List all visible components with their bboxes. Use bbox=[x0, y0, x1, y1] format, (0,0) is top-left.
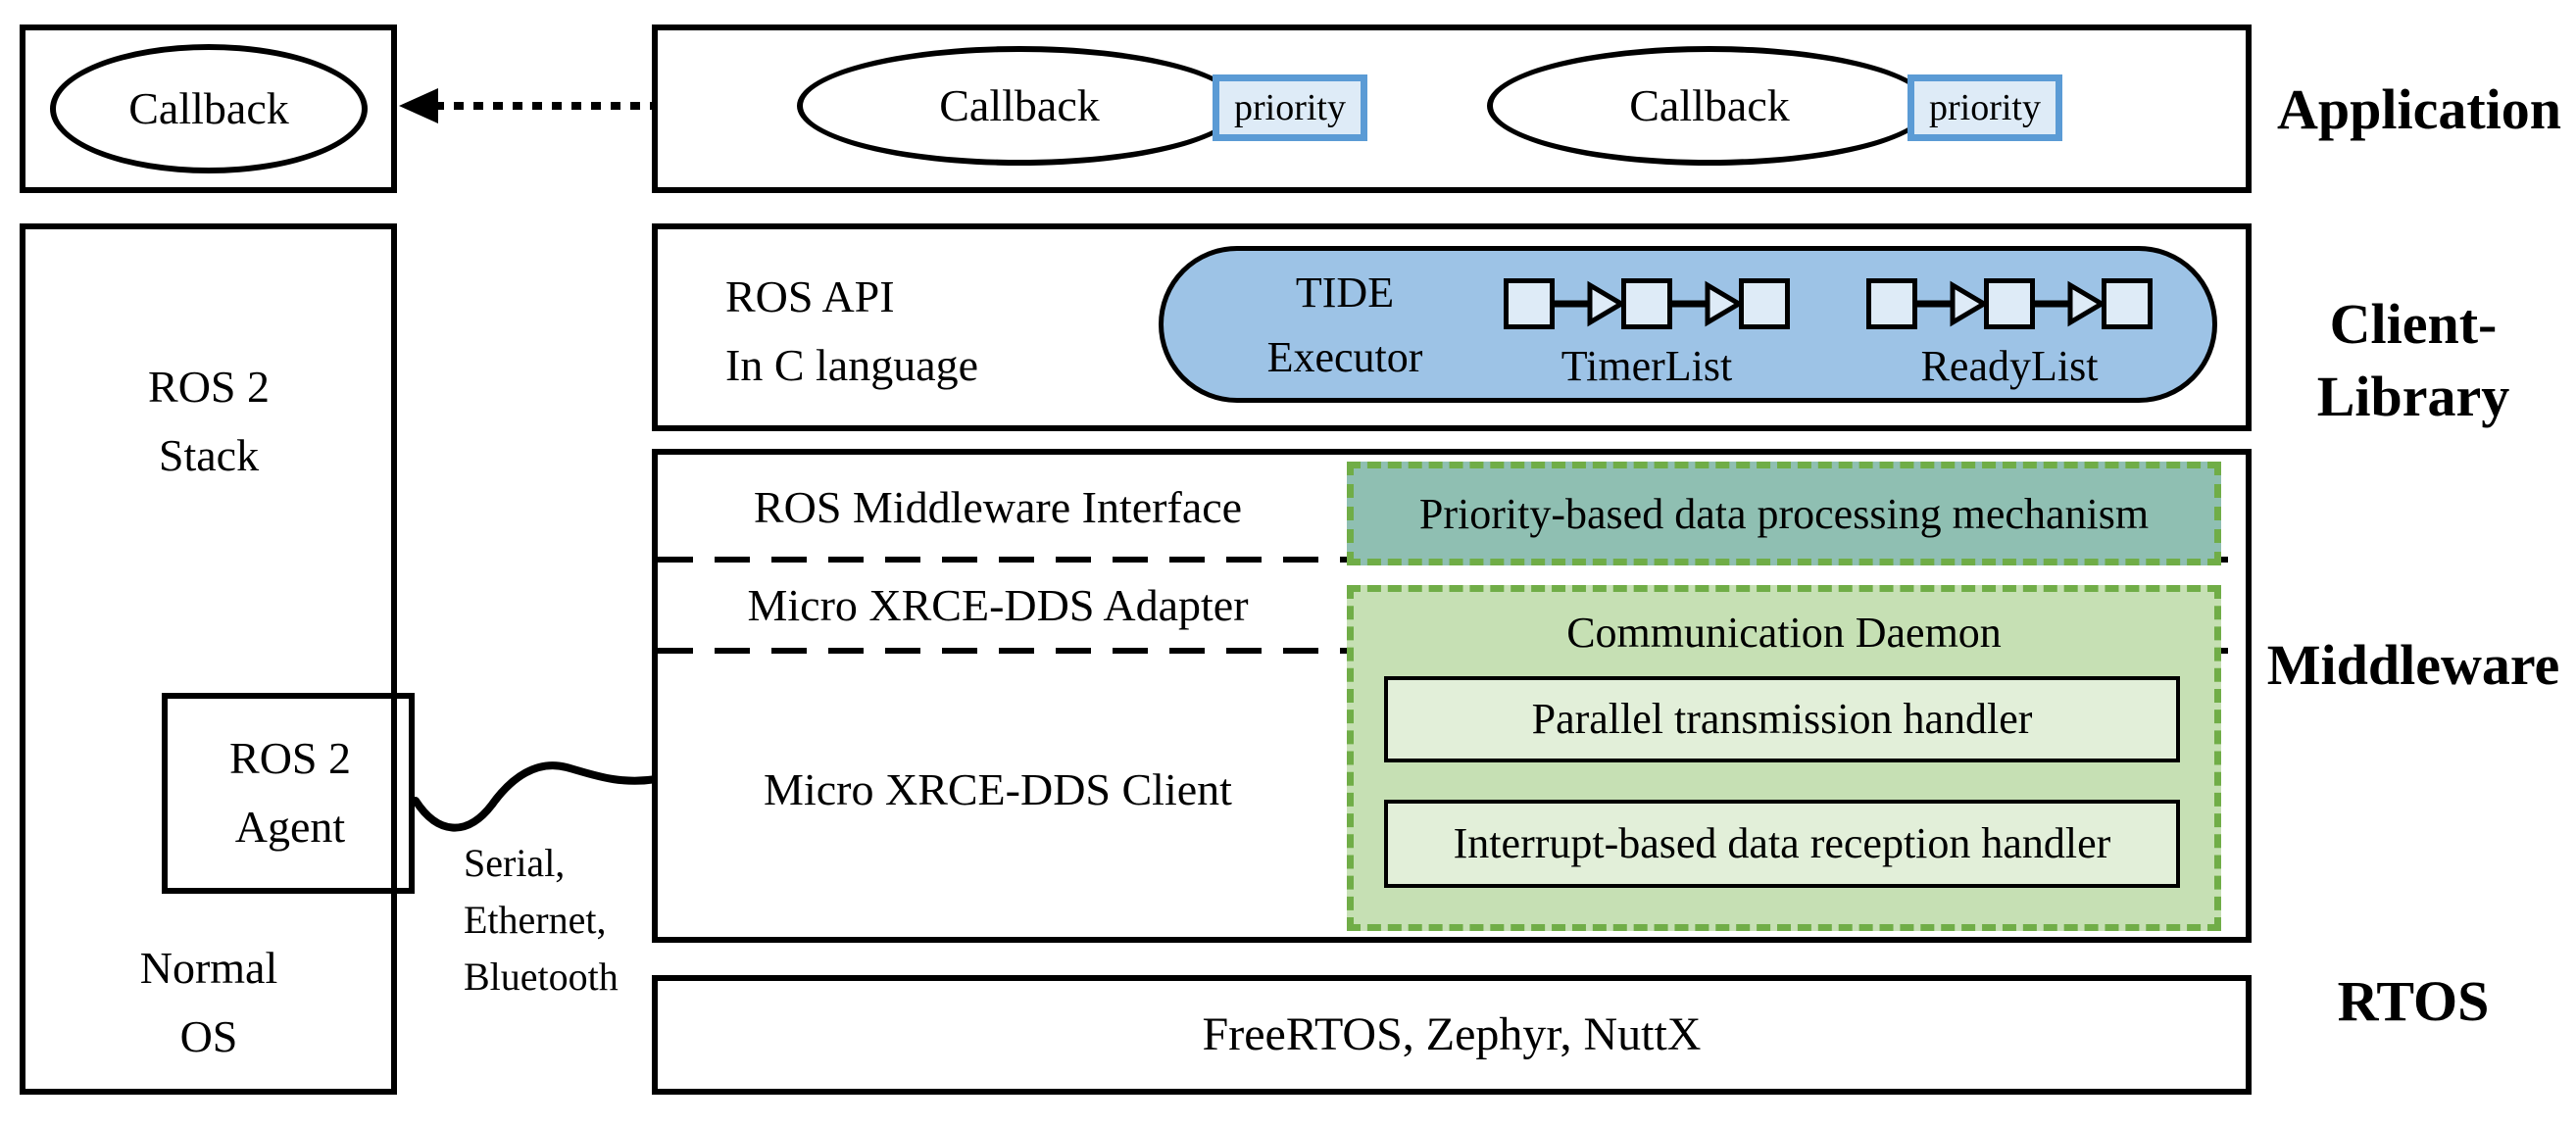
app-callback-label-2: Callback bbox=[1629, 80, 1790, 130]
ros2-agent-box bbox=[162, 693, 415, 894]
xrce-client-label: Micro XRCE-DDS Client bbox=[764, 764, 1232, 814]
priority-badge-text-1: priority bbox=[1234, 87, 1346, 128]
layer-label-rtos: RTOS bbox=[2337, 969, 2490, 1033]
timer-list-node bbox=[1621, 278, 1672, 329]
rmw-interface-label: ROS Middleware Interface bbox=[753, 482, 1243, 532]
app-callback-ellipse-1: Callback bbox=[797, 46, 1242, 166]
ready-list-node bbox=[2102, 278, 2153, 329]
xrce-adapter-label: Micro XRCE-DDS Adapter bbox=[747, 580, 1249, 630]
priority-mechanism-box bbox=[1347, 462, 2221, 565]
dotted-arrow-head-icon bbox=[399, 88, 438, 123]
layer-label-client-library: Client- Library bbox=[2316, 292, 2510, 428]
ros2-stack-box bbox=[20, 223, 397, 1095]
ros2-stack-label: ROS 2 Stack bbox=[148, 362, 270, 480]
host-callback-ellipse: Callback bbox=[50, 44, 368, 173]
ready-list-node bbox=[1866, 278, 1917, 329]
app-callback-label-1: Callback bbox=[939, 80, 1100, 130]
host-callback-label: Callback bbox=[128, 83, 289, 133]
timer-list-label: TimerList bbox=[1560, 342, 1733, 390]
priority-badge-1: priority bbox=[1213, 74, 1367, 141]
ros-api-label: ROS API In C language bbox=[725, 271, 979, 390]
timer-list-node bbox=[1739, 278, 1790, 329]
ros2-agent-label: ROS 2 Agent bbox=[229, 733, 351, 852]
link-arrow-icon bbox=[1553, 280, 1623, 327]
rtos-content-label: FreeRTOS, Zephyr, NuttX bbox=[1202, 1008, 1702, 1060]
layer-label-middleware: Middleware bbox=[2266, 633, 2560, 697]
ready-list-node bbox=[1984, 278, 2035, 329]
link-arrow-icon bbox=[2033, 280, 2104, 327]
interrupt-reception-handler-box: Interrupt-based data reception handler bbox=[1384, 800, 2180, 888]
priority-badge-text-2: priority bbox=[1929, 87, 2041, 128]
link-arrow-icon bbox=[1670, 280, 1741, 327]
app-callback-ellipse-2: Callback bbox=[1487, 46, 1932, 166]
priority-mechanism-label: Priority-based data processing mechanism bbox=[1418, 490, 2150, 538]
layer-label-application: Application bbox=[2276, 77, 2562, 141]
priority-badge-2: priority bbox=[1907, 74, 2062, 141]
dotted-arrow-line bbox=[434, 102, 797, 110]
transport-wavy-link bbox=[412, 761, 661, 832]
communication-daemon-title: Communication Daemon bbox=[1566, 609, 2002, 657]
rtos-box bbox=[652, 975, 2252, 1095]
ready-list-label: ReadyList bbox=[1920, 342, 2099, 390]
link-arrow-icon bbox=[1915, 280, 1986, 327]
tide-executor-label: TIDE Executor bbox=[1266, 269, 1423, 381]
normal-os-label: Normal OS bbox=[139, 943, 278, 1061]
parallel-transmission-handler-box: Parallel transmission handler bbox=[1384, 676, 2180, 762]
transport-protocols-label: Serial, Ethernet, Bluetooth bbox=[464, 841, 619, 999]
timer-list-node bbox=[1504, 278, 1555, 329]
tide-executor-pill bbox=[1159, 246, 2217, 403]
